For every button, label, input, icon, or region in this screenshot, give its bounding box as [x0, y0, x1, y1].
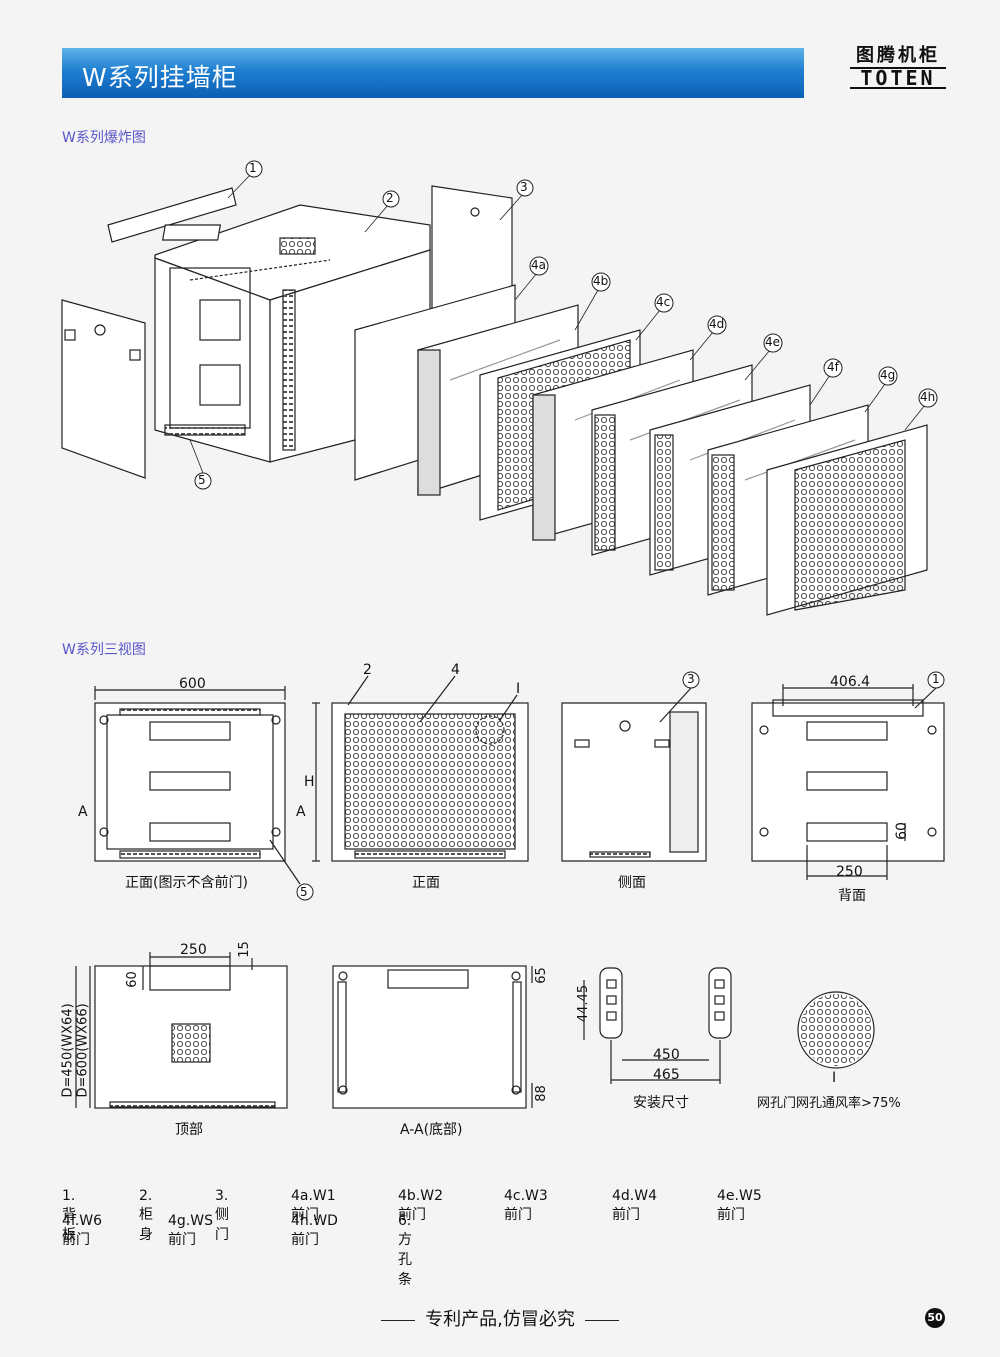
section-three-view-title: W系列三视图: [62, 642, 146, 658]
section-mark-a-right: A: [296, 804, 306, 820]
legend-item: 6.方孔条: [398, 1213, 412, 1288]
legend-item: 4a.W1前门: [291, 1188, 336, 1223]
label-4: 4: [451, 662, 460, 678]
side-view: [561, 687, 707, 862]
callout-4e: 4e: [765, 335, 781, 349]
callout-5: 5: [198, 473, 206, 487]
view-front-no-door-label: 正面(图示不含前门): [125, 875, 248, 891]
callout-3: 3: [520, 180, 528, 194]
logo-chinese: 图腾机柜: [856, 45, 940, 66]
mounting-diagram: [583, 967, 732, 1084]
footer-rule-right: [584, 1319, 619, 1321]
legend-item: 4h.WD前门: [291, 1213, 338, 1248]
dim-250-back: 250: [836, 864, 863, 880]
dim-65: 65: [533, 967, 549, 984]
legend-item: 4b.W2前门: [398, 1188, 443, 1223]
callout-1-back: 1: [932, 672, 940, 686]
view-mesh-label: 网孔门网孔通风率>75%: [757, 1096, 901, 1111]
dim-60-back: 60: [893, 822, 910, 840]
legend-item: 4d.W4前门: [612, 1188, 657, 1223]
back-view: [751, 684, 945, 880]
legend-item: 4g.WS前门: [168, 1213, 213, 1248]
callout-3-side: 3: [687, 672, 695, 686]
front-door-4h: [766, 424, 928, 616]
front-view-no-door: [94, 686, 301, 885]
bottom-view: [332, 965, 533, 1109]
title-banner: W系列挂墙柜: [62, 48, 804, 98]
view-bottom-label: A-A(底部): [400, 1122, 463, 1138]
callout-1: 1: [249, 161, 257, 175]
view-top-label: 顶部: [175, 1122, 203, 1138]
footer-slogan: 专利产品,仿冒必究: [425, 1309, 575, 1330]
dim-44-45: 44.45: [576, 984, 592, 1023]
view-front-label: 正面: [412, 875, 440, 891]
callout-5-front: 5: [300, 885, 308, 899]
dim-depth-wx66: D=600(WX66): [75, 1003, 91, 1098]
exploded-view: [61, 174, 928, 616]
legend-item: 4f.W6前门: [62, 1213, 103, 1248]
label-2: 2: [363, 662, 372, 678]
mesh-detail: [797, 991, 875, 1069]
footer-rule-left: [381, 1319, 416, 1321]
dim-406: 406.4: [830, 674, 871, 690]
callout-2: 2: [386, 191, 394, 205]
dim-h: H: [304, 774, 315, 790]
legend-item: 4c.W3前门: [504, 1188, 548, 1223]
legend-item: 1.背板: [62, 1188, 76, 1243]
view-mounting-label: 安装尺寸: [633, 1095, 689, 1111]
logo-english: TOTEN: [850, 67, 946, 89]
dim-450: 450: [653, 1047, 680, 1063]
callout-4c: 4c: [656, 295, 671, 309]
callout-4g: 4g: [880, 368, 896, 382]
dim-60-top: 60: [124, 971, 140, 988]
dim-465: 465: [653, 1067, 680, 1083]
dim-88: 88: [533, 1085, 549, 1102]
callout-4f: 4f: [827, 360, 839, 374]
top-view: [75, 952, 288, 1109]
back-plate-part: [107, 187, 237, 243]
dim-600: 600: [179, 676, 206, 692]
page-number: 50: [925, 1308, 945, 1328]
callout-4a: 4a: [531, 258, 546, 272]
dim-250-top: 250: [180, 942, 207, 958]
brand-logo: 图腾机柜 TOTEN: [850, 46, 946, 89]
front-view: [312, 675, 529, 862]
legend-item: 2.柜身: [139, 1188, 153, 1243]
dim-15-top: 15: [236, 941, 252, 958]
legend-item: 4e.W5前门: [717, 1188, 762, 1223]
section-mark-a-left: A: [78, 804, 88, 820]
footer: 专利产品,仿冒必究: [0, 1305, 1000, 1331]
page-title: W系列挂墙柜: [82, 63, 238, 92]
callout-4h: 4h: [920, 390, 936, 404]
left-side-door-part: [61, 299, 146, 479]
callout-4d: 4d: [709, 317, 725, 331]
view-back-label: 背面: [838, 888, 866, 904]
section-exploded-title: W系列爆炸图: [62, 130, 146, 146]
label-i: I: [516, 681, 521, 697]
dim-depth-wx64: D=450(WX64): [60, 1003, 76, 1098]
legend-item: 3.侧门: [215, 1188, 229, 1243]
label-i-mesh: I: [832, 1070, 837, 1086]
callout-4b: 4b: [593, 274, 609, 288]
view-side-label: 侧面: [618, 875, 646, 891]
callout-circles: [194, 160, 945, 901]
